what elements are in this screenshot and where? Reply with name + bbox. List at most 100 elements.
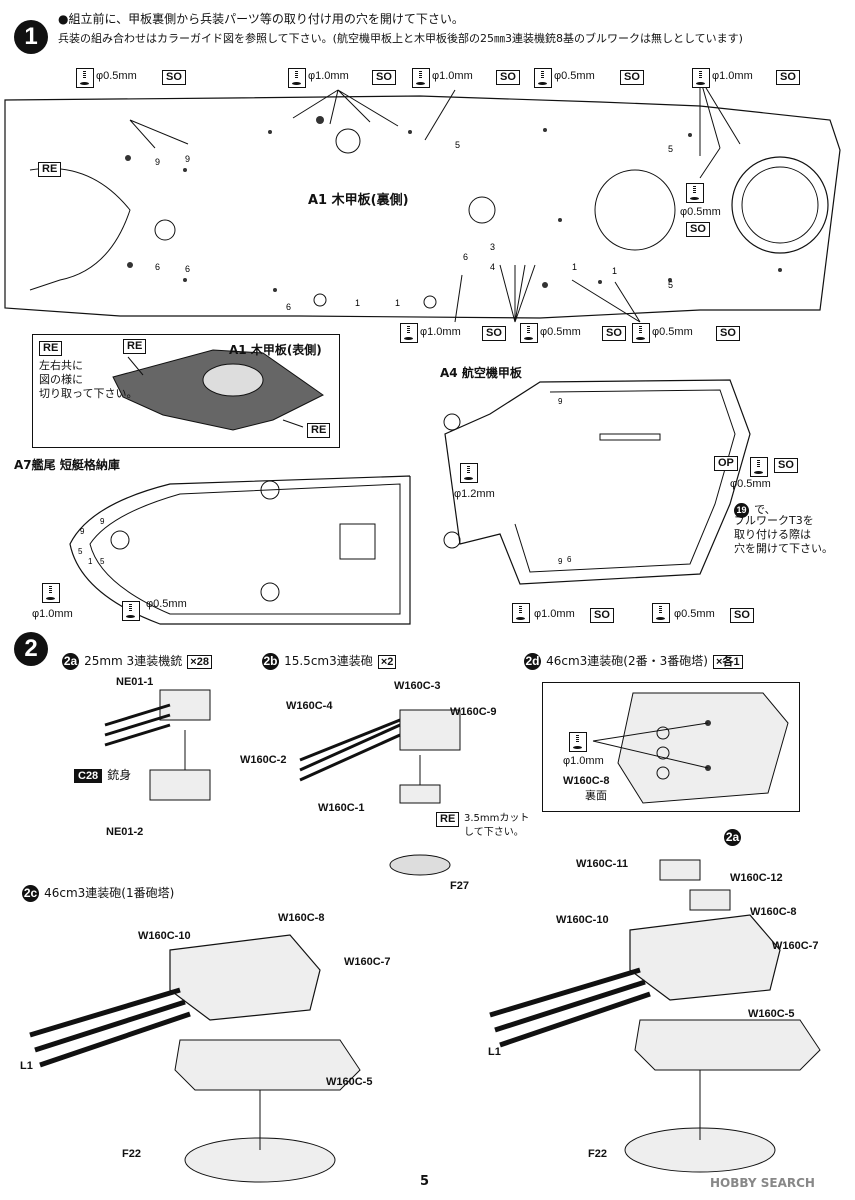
- part-w160c-2: W160C-2: [240, 754, 287, 766]
- substep-2c-title: 46cm3連装砲(1番砲塔): [44, 886, 175, 900]
- substep-2c-header: 2c 46cm3連装砲(1番砲塔): [22, 882, 174, 902]
- a7-stern-drawing: 99 51 5: [69, 475, 411, 625]
- svg-text:4: 4: [490, 262, 495, 272]
- a7-hole-2: φ0.5mm: [146, 598, 187, 610]
- main-turret-1-drawing: [29, 934, 361, 1183]
- ref-2a-badge: 2a: [724, 828, 741, 846]
- svg-text:9: 9: [558, 397, 563, 406]
- part-w160c-3: W160C-3: [394, 680, 441, 692]
- part-w160c-10-c: W160C-10: [138, 930, 191, 942]
- part-w160c-11: W160C-11: [576, 858, 628, 870]
- substep-2a-qty: ×28: [187, 655, 212, 669]
- part-f22-c: F22: [122, 1148, 141, 1160]
- so-label-9: SO: [716, 326, 740, 341]
- substep-2a-title: 25mm 3連装機銃: [84, 654, 183, 668]
- bulwark-note-line4: 穴を開けて下さい。: [734, 542, 833, 555]
- so-label-11: SO: [590, 608, 614, 623]
- bulwark-note: 19 で、: [734, 498, 776, 518]
- cut-note-line2: して下さい。: [464, 827, 524, 838]
- drill-marker-6: [686, 182, 704, 203]
- drill-icon: [512, 602, 530, 623]
- a4-hole-1: φ1.2mm: [454, 488, 495, 500]
- drill-icon: [76, 67, 94, 88]
- a4-drill-3: [512, 602, 530, 623]
- bulwark-note-line3: 取り付ける際は: [734, 528, 811, 541]
- a1-front-inset: RE RE RE A1 木甲板(表側) 左右共に 図の様に 切り取って下さい。: [32, 334, 340, 448]
- so-label-12: SO: [730, 608, 754, 623]
- drill-marker-9: [632, 322, 650, 343]
- so-label-10: SO: [774, 458, 798, 473]
- bulwark-note-line2: ブルワークT3を: [734, 514, 814, 527]
- drill-icon: [122, 600, 140, 621]
- drill-icon: [42, 582, 60, 603]
- part-w160c-8-c: W160C-8: [278, 912, 325, 924]
- drill-marker-5: [692, 67, 710, 88]
- re-label-4: RE: [307, 423, 331, 438]
- drill-icon: [632, 322, 650, 343]
- part-w160c-10-d: W160C-10: [556, 914, 609, 926]
- cut-note-line1: 3.5mmカット: [464, 813, 530, 824]
- main-turret-2-drawing: [489, 859, 821, 1173]
- hole-size-2: φ1.0mm: [308, 70, 349, 82]
- svg-text:6: 6: [185, 264, 190, 274]
- drill-marker-4: [534, 67, 552, 88]
- part-w160c-1: W160C-1: [318, 802, 365, 814]
- part-c28: C28: [74, 769, 103, 783]
- drill-marker-2: [288, 67, 306, 88]
- so-label-6: SO: [686, 222, 710, 237]
- substep-2d-badge: 2d: [524, 652, 541, 670]
- a4-hole-3: φ1.0mm: [534, 608, 575, 620]
- drill-marker-3: [412, 67, 430, 88]
- svg-text:5: 5: [78, 547, 83, 556]
- so-label-5: SO: [776, 70, 800, 85]
- gun-barrel-note: C28 銃身: [74, 764, 131, 783]
- substep-2b-title: 15.5cm3連装砲: [284, 654, 373, 668]
- d-drill: [569, 731, 587, 752]
- a7-label: A7艦尾 短艇格納庫: [14, 458, 120, 472]
- part-ne01-1: NE01-1: [116, 676, 154, 688]
- part-w160c-12: W160C-12: [730, 872, 783, 884]
- drill-marker-7: [400, 322, 418, 343]
- re-note-line2: 図の様に: [39, 373, 83, 386]
- svg-text:1: 1: [612, 266, 617, 276]
- svg-text:3: 3: [490, 242, 495, 252]
- step-1-badge: 1: [14, 20, 48, 54]
- drill-icon: [686, 182, 704, 203]
- re-label-3: RE: [123, 339, 147, 354]
- part-w160c-8-d2: W160C-8: [750, 906, 797, 918]
- bulwark-note-line1: で、: [754, 503, 776, 516]
- svg-text:6: 6: [567, 555, 572, 564]
- gun-barrel-label: 銃身: [107, 768, 132, 782]
- svg-text:1: 1: [395, 298, 400, 308]
- a7-drill-2: [122, 600, 140, 621]
- a1-front-label: A1 木甲板(表側): [229, 343, 322, 357]
- ref-2a: 2a: [724, 826, 741, 846]
- a1-back-label: A1 木甲板(裏側): [308, 193, 409, 208]
- a4-aircraft-deck-drawing: 9 9 6: [443, 379, 751, 585]
- part-w160c-4: W160C-4: [286, 700, 333, 712]
- svg-text:6: 6: [155, 262, 160, 272]
- underside-label: 裏面: [585, 789, 607, 802]
- turret-underside-inset: φ1.0mm W160C-8 裏面: [542, 682, 800, 812]
- part-ne01-2: NE01-2: [106, 826, 144, 838]
- part-f22-d: F22: [588, 1148, 607, 1160]
- part-f27: F27: [450, 880, 469, 892]
- drill-marker-1: [76, 67, 94, 88]
- drill-icon: [412, 67, 430, 88]
- substep-2c-badge: 2c: [22, 884, 39, 902]
- so-label-4: SO: [620, 70, 644, 85]
- drill-marker-8: [520, 322, 538, 343]
- re-note-line3: 切り取って下さい。: [39, 387, 138, 400]
- a4-hole-2: φ0.5mm: [730, 478, 771, 490]
- hole-size-9: φ0.5mm: [652, 326, 693, 338]
- a7-drill-1: [42, 582, 60, 603]
- svg-text:1: 1: [572, 262, 577, 272]
- watermark: HOBBY SEARCH: [710, 1176, 815, 1190]
- re-note-line1: 左右共に: [39, 359, 83, 372]
- step-1-note-line1: ●組立前に、甲板裏側から兵装パーツ等の取り付け用の穴を開けて下さい。: [58, 12, 464, 26]
- op-label: OP: [714, 456, 738, 471]
- part-w160c-5-c: W160C-5: [326, 1076, 373, 1088]
- substep-2d-title: 46cm3連装砲(2番・3番砲塔): [546, 654, 708, 668]
- svg-text:9: 9: [185, 154, 190, 164]
- re-label-1: RE: [38, 162, 62, 177]
